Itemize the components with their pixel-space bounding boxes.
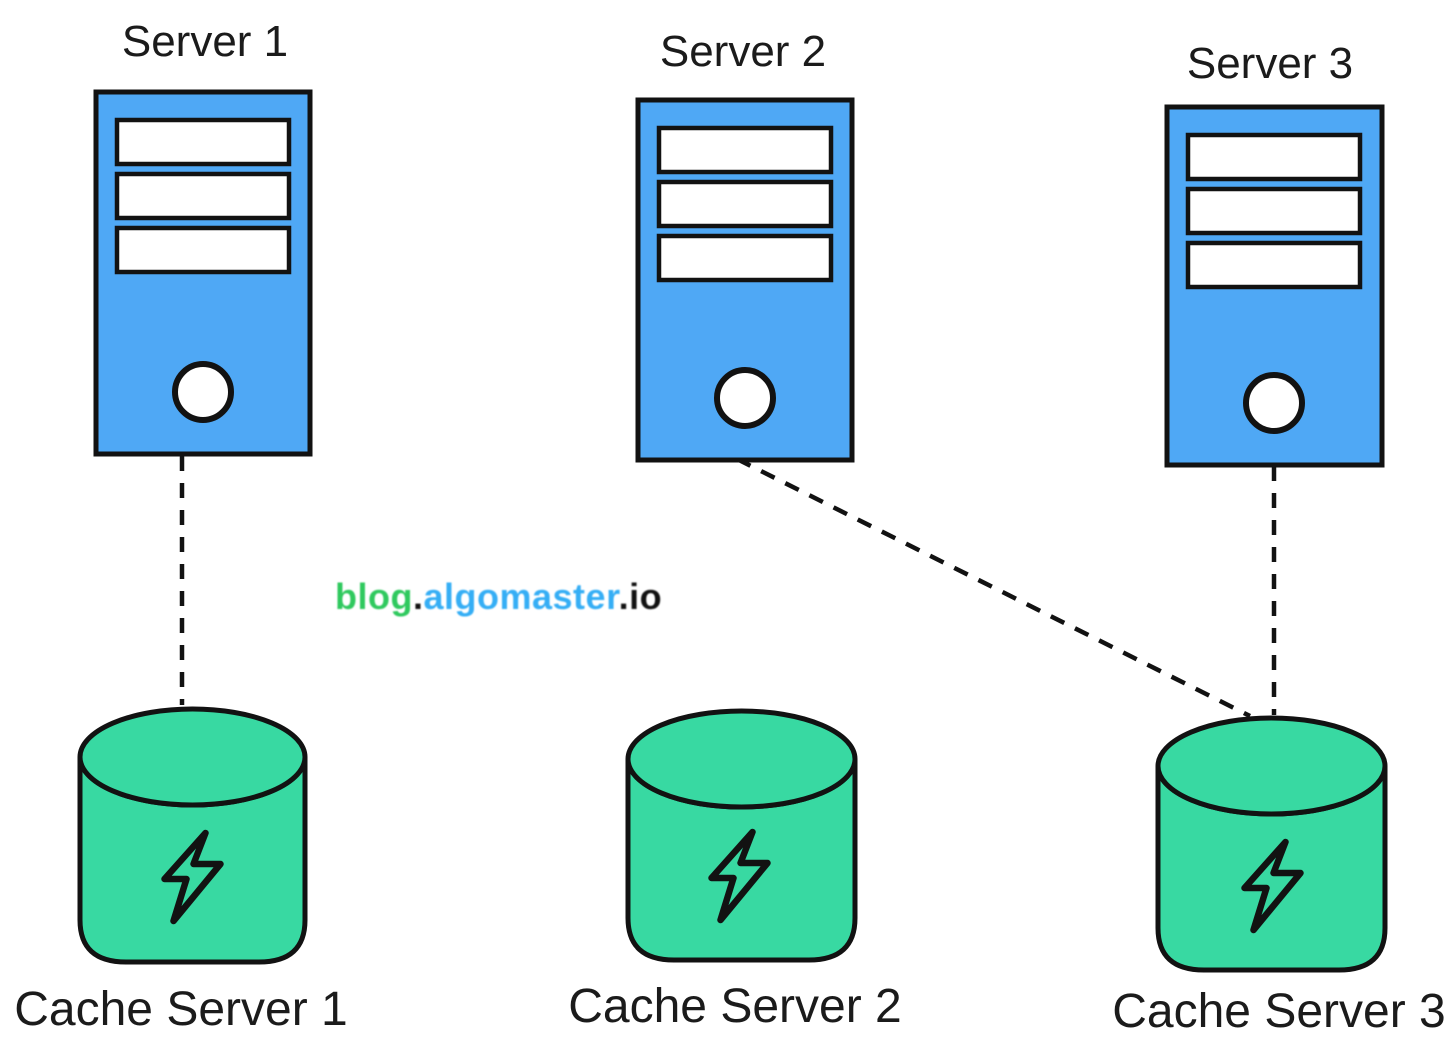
watermark-segment: . <box>618 576 630 617</box>
watermark-segment: algomaster <box>423 576 619 617</box>
lightning-bolt-icon <box>161 829 224 925</box>
watermark-blog-algomaster-io: blog.algomaster.io <box>335 576 662 618</box>
cache-server-3-icon <box>1155 715 1388 973</box>
server-3-icon <box>1164 104 1385 468</box>
cache-server-2-icon <box>625 708 858 963</box>
connection-server2-cache3 <box>735 456 1252 719</box>
lightning-bolt-icon <box>1241 838 1304 934</box>
server-1-icon <box>93 89 313 457</box>
cache-server-2-label: Cache Server 2 <box>568 980 902 1033</box>
lightning-bolt-icon <box>708 828 771 924</box>
server-3-label: Server 3 <box>1186 39 1354 88</box>
server-2-label: Server 2 <box>659 27 827 76</box>
cache-server-3-label: Cache Server 3 <box>1112 985 1446 1038</box>
server-1-label: Server 1 <box>121 17 289 66</box>
watermark-segment: io <box>629 576 663 617</box>
watermark-segment: . <box>412 576 424 617</box>
cache-server-1-icon <box>77 706 308 965</box>
cache-server-1-label: Cache Server 1 <box>14 983 348 1036</box>
watermark-segment: blog <box>335 576 413 617</box>
server-2-icon <box>635 97 855 463</box>
